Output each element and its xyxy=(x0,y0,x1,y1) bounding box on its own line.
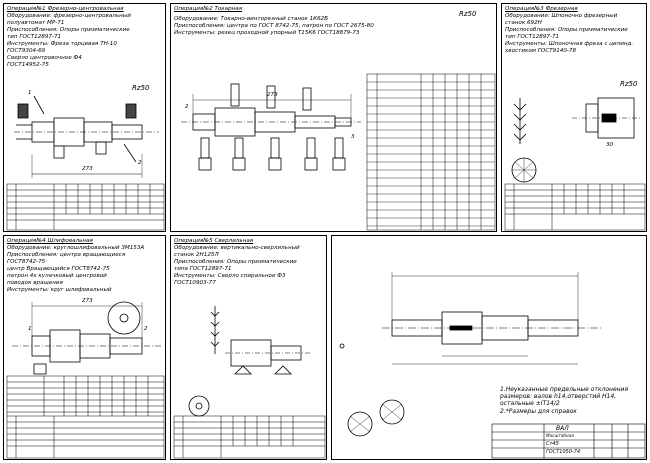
operation-2-line: Оборудование: Токарно-винторезный станок… xyxy=(174,16,329,22)
operation-5-line: Приспособления: Опоры призматические xyxy=(174,259,297,265)
operation-4-dim: 2 xyxy=(144,326,148,332)
operation-4-line: Приспособления: центра вращающиеся xyxy=(7,252,126,258)
operation-1-line: ГОСТ9304-69 xyxy=(7,48,46,54)
operation-2-dim: 3 xyxy=(351,134,355,140)
operation-5-line: Оборудование: вертикально-сверлильный xyxy=(174,245,300,251)
operation-5-line: Инструменты: Сверло спиральное Ф3 xyxy=(174,273,286,279)
detail-drawing-note: 2.*Размеры для справок xyxy=(500,408,577,415)
operation-4-line: ГОСТ8742-75 xyxy=(7,259,46,265)
operation-3-line: Оборудование: Шпоночно фрезерный xyxy=(505,13,618,19)
operation-4-line: поводок вращения xyxy=(7,280,63,286)
operation-1-line: Сверло центровочное Ф4 xyxy=(7,55,82,61)
sheet-operation-4: Операция№4 Шлифовальная Оборудование: кр… xyxy=(3,235,166,460)
operation-5-title: Операция№5 Сверлильная xyxy=(174,238,254,244)
operation-2-line: Приспособления: центра по ГОСТ 8742-75, … xyxy=(174,23,374,29)
operation-1-roughness: Rz50 xyxy=(132,84,150,92)
sheet-operation-1: Операция№1 Фрезерно-центровальная Оборуд… xyxy=(3,3,166,232)
operation-3-line: хвостиком ГОСТ9140-78 xyxy=(505,48,577,54)
operation-1-line: ГОСТ14952-75 xyxy=(7,62,49,68)
operation-1-line: тип ГОСТ12897-71 xyxy=(7,34,62,40)
operation-2-dim: 2 xyxy=(185,104,189,110)
operation-1-dim: 1 xyxy=(28,90,32,96)
operation-1-dim: 273 xyxy=(82,166,93,172)
operation-3-line: станок 692Н xyxy=(505,20,542,26)
operation-4-title: Операция№4 Шлифовальная xyxy=(7,238,93,244)
operation-4-line: Оборудование: круглошлифовальный 3М153А xyxy=(7,245,145,251)
operation-2-line: Инструменты: резец проходной упорный Т15… xyxy=(174,30,360,36)
operation-2-title: Операция№2 Токарная xyxy=(174,6,243,12)
detail-drawing-note: 1.Неуказанные предельные отклонения xyxy=(500,386,629,393)
stamp-material-standard: ГОСТ1050-74 xyxy=(546,449,581,455)
detail-drawing-sketch xyxy=(339,272,646,459)
operation-4-line: Инструменты: круг шлифовальный xyxy=(7,287,112,293)
sheet-operation-5: Операция№5 Сверлильная Оборудование: вер… xyxy=(170,235,327,460)
operation-1-sketch xyxy=(6,95,165,231)
detail-drawing-note: размеров: валов h14,отверстий Н14, xyxy=(500,393,617,400)
operation-3-title: Операция№3 Фрезерная xyxy=(505,6,578,12)
operation-5-line: станок 2Н125Л xyxy=(174,252,219,258)
operation-2-roughness: Rz50 xyxy=(459,10,477,18)
operation-4-sketch xyxy=(6,301,165,459)
sheet-detail-drawing: 1.Неуказанные предельные отклонения разм… xyxy=(331,235,647,460)
operation-4-line: центр Вращающийся ГОСТ8742-75 xyxy=(7,266,110,272)
stamp-material: Ст45 xyxy=(546,441,559,447)
operation-3-line: тип ГОСТ12897-71 xyxy=(505,34,560,40)
operation-3-dim: 30 xyxy=(606,142,614,148)
operation-4-dim: 273 xyxy=(82,298,93,304)
operation-3-sketch xyxy=(504,97,646,231)
operation-1-title: Операция№1 Фрезерно-центровальная xyxy=(7,6,124,12)
operation-3-line: Инструменты: Шпоночная фреза с цилинд. xyxy=(505,41,634,47)
operation-1-dim: 2 xyxy=(138,160,142,166)
operation-5-sketch xyxy=(173,306,326,459)
operation-5-line: типа ГОСТ12897-71 xyxy=(174,266,232,272)
sheet-operation-2: Операция№2 Токарная Оборудование: Токарн… xyxy=(170,3,497,232)
operation-1-line: Инструменты: Фреза торцевая 7Н-10 xyxy=(7,41,117,47)
operation-4-dim: 1 xyxy=(28,326,32,332)
operation-4-line: патрон 4х кулачковый центровой xyxy=(7,273,107,279)
operation-2-sketch xyxy=(181,73,496,231)
operation-3-roughness: Rz50 xyxy=(620,80,638,88)
operation-5-line: ГОСТ10903-77 xyxy=(174,280,216,286)
operation-1-line: Приспособления: Опоры призматические xyxy=(7,27,130,33)
operation-1-line: полуавтомат МР-71 xyxy=(7,20,65,26)
stamp-scale: Масштабная xyxy=(546,433,574,438)
operation-1-line: Оборудование: фрезерно-центровальный xyxy=(7,13,131,19)
detail-drawing-note: остальные ±IT14/2 xyxy=(500,400,560,407)
operation-3-line: Приспособления: Опоры призматические xyxy=(505,27,628,33)
stamp-part-name: ВАЛ xyxy=(556,425,569,432)
sheet-operation-3: Операция№3 Фрезерная Оборудование: Шпоно… xyxy=(501,3,647,232)
operation-2-dim: 273 xyxy=(267,92,278,98)
